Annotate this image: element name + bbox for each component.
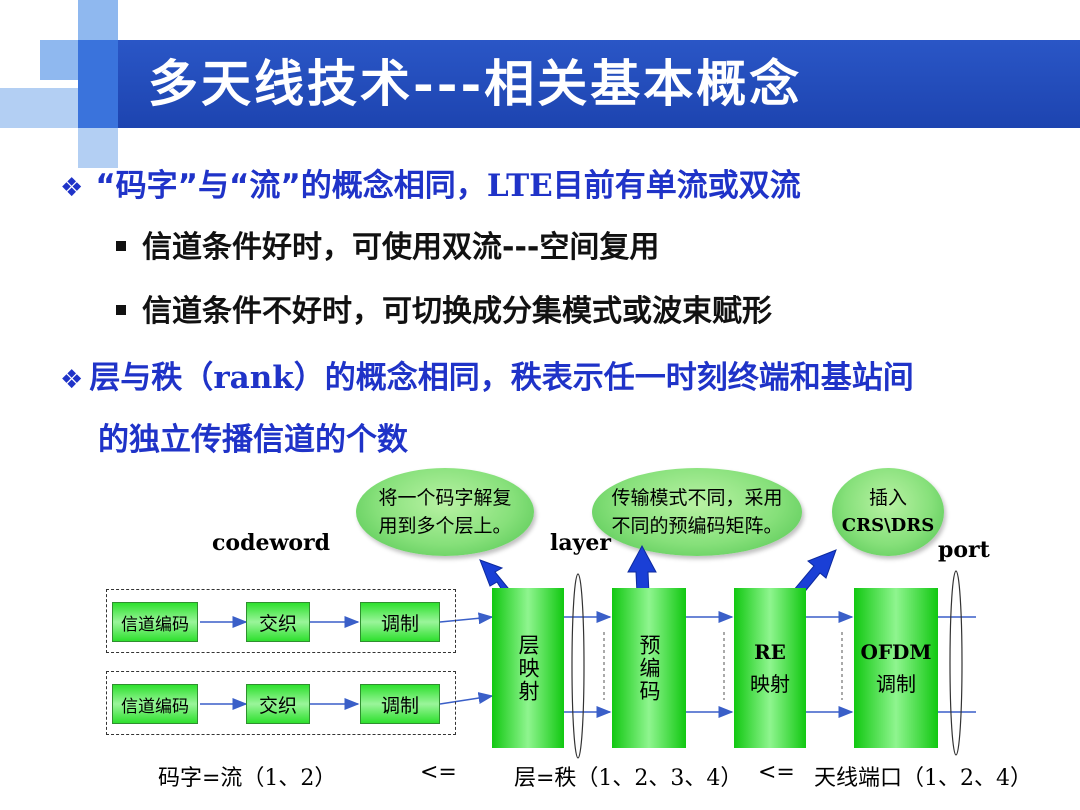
- bullet-1-2-text: 信道条件不好时，可切换成分集模式或波束赋形: [142, 294, 772, 329]
- callout-precoding-line1: 传输模式不同，采用: [611, 487, 783, 509]
- callout-precoding-line2: 不同的预编码矩阵。: [611, 515, 783, 537]
- callout-crs: 插入 CRS\DRS: [832, 468, 944, 556]
- ofdm-label-2: 调制: [876, 672, 916, 696]
- deco-square-3: [78, 40, 118, 128]
- ofdm-label-1: OFDM: [860, 640, 932, 664]
- channel-encode-box-2: 信道编码: [112, 684, 198, 724]
- deco-square-4: [0, 88, 78, 128]
- re-mapping-label-1: RE: [754, 640, 786, 664]
- bullet-1-2: 信道条件不好时，可切换成分集模式或波束赋形: [116, 286, 772, 330]
- arrow-line: [439, 612, 494, 625]
- layer-mapping-block: 层映射: [492, 588, 564, 748]
- callout-crs-line2: CRS\DRS: [841, 515, 935, 536]
- bullet-1-1: 信道条件好时，可使用双流---空间复用: [116, 222, 659, 266]
- label-layer: layer: [550, 530, 611, 556]
- interleave-box-1: 交织: [246, 602, 310, 642]
- deco-square-2: [40, 40, 80, 80]
- channel-encode-box-1: 信道编码: [112, 602, 198, 642]
- relationship-line: 码字=流（1、2） <= 层=秩（1、2、3、4） <= 天线端口（1、2、4）: [0, 760, 1080, 800]
- callout-precoding: 传输模式不同，采用 不同的预编码矩阵。: [592, 468, 802, 556]
- diamond-bullet-icon: ❖: [60, 365, 84, 395]
- square-bullet-icon: [116, 304, 126, 315]
- relation-op-2: <=: [758, 760, 795, 785]
- page-title: 多天线技术---相关基本概念: [148, 54, 803, 113]
- bullet-1-lte: LTE: [486, 168, 553, 204]
- relation-op-1: <=: [420, 760, 457, 785]
- bullet-2-suffix: ）的概念相同，秩表示任一时刻终端和基站间: [293, 360, 914, 396]
- relation-layer-rank: 层=秩（1、2、3、4）: [514, 766, 743, 791]
- bullet-1-1-text: 信道条件好时，可使用双流---空间复用: [142, 230, 660, 265]
- relation-antenna-port: 天线端口（1、2、4）: [814, 766, 1032, 791]
- diamond-bullet-icon: ❖: [60, 173, 84, 203]
- callout-demux-line2: 用到多个层上。: [378, 515, 512, 537]
- separator-ellipse-layer: [571, 573, 585, 759]
- interleave-box-2: 交织: [246, 684, 310, 724]
- precoding-block: 预编码: [612, 588, 686, 748]
- callout-demux: 将一个码字解复 用到多个层上。: [356, 468, 534, 556]
- label-codeword: codeword: [212, 530, 331, 556]
- square-bullet-icon: [116, 240, 126, 251]
- deco-square-5: [78, 128, 118, 168]
- re-mapping-block: RE 映射: [734, 588, 806, 748]
- bullet-1: ❖ “码字”与“流”的概念相同，LTE目前有单流或双流: [60, 160, 801, 205]
- label-port: port: [938, 537, 990, 563]
- arrow-line: [439, 692, 494, 705]
- codeword-chain-2: [106, 671, 456, 735]
- codeword-chain-1: [106, 589, 456, 653]
- title-bar: 多天线技术---相关基本概念: [118, 40, 1080, 128]
- separator-ellipse-port: [949, 570, 963, 756]
- modulate-box-2: 调制: [360, 684, 440, 724]
- bullet-2-prefix: 层与秩（: [89, 360, 214, 396]
- callout-demux-line1: 将一个码字解复: [378, 487, 512, 509]
- bullet-2-cont: 的独立传播信道的个数: [98, 422, 408, 458]
- layer-mapping-label: 层映射: [516, 633, 540, 703]
- callout-crs-line1: 插入: [868, 487, 907, 509]
- ofdm-modulation-block: OFDM 调制: [854, 588, 938, 748]
- precoding-label: 预编码: [637, 633, 661, 703]
- bullet-1-suffix: 目前有单流或双流: [552, 168, 801, 204]
- bullet-1-prefix: “码字”与“流”的概念相同，: [95, 168, 487, 204]
- bullet-2-rank: rank: [213, 360, 294, 396]
- re-mapping-label-2: 映射: [750, 672, 790, 696]
- bullet-2: ❖层与秩（rank）的概念相同，秩表示任一时刻终端和基站间: [60, 352, 914, 397]
- relation-codeword-stream: 码字=流（1、2）: [158, 766, 337, 791]
- modulate-box-1: 调制: [360, 602, 440, 642]
- deco-square-1: [78, 0, 118, 40]
